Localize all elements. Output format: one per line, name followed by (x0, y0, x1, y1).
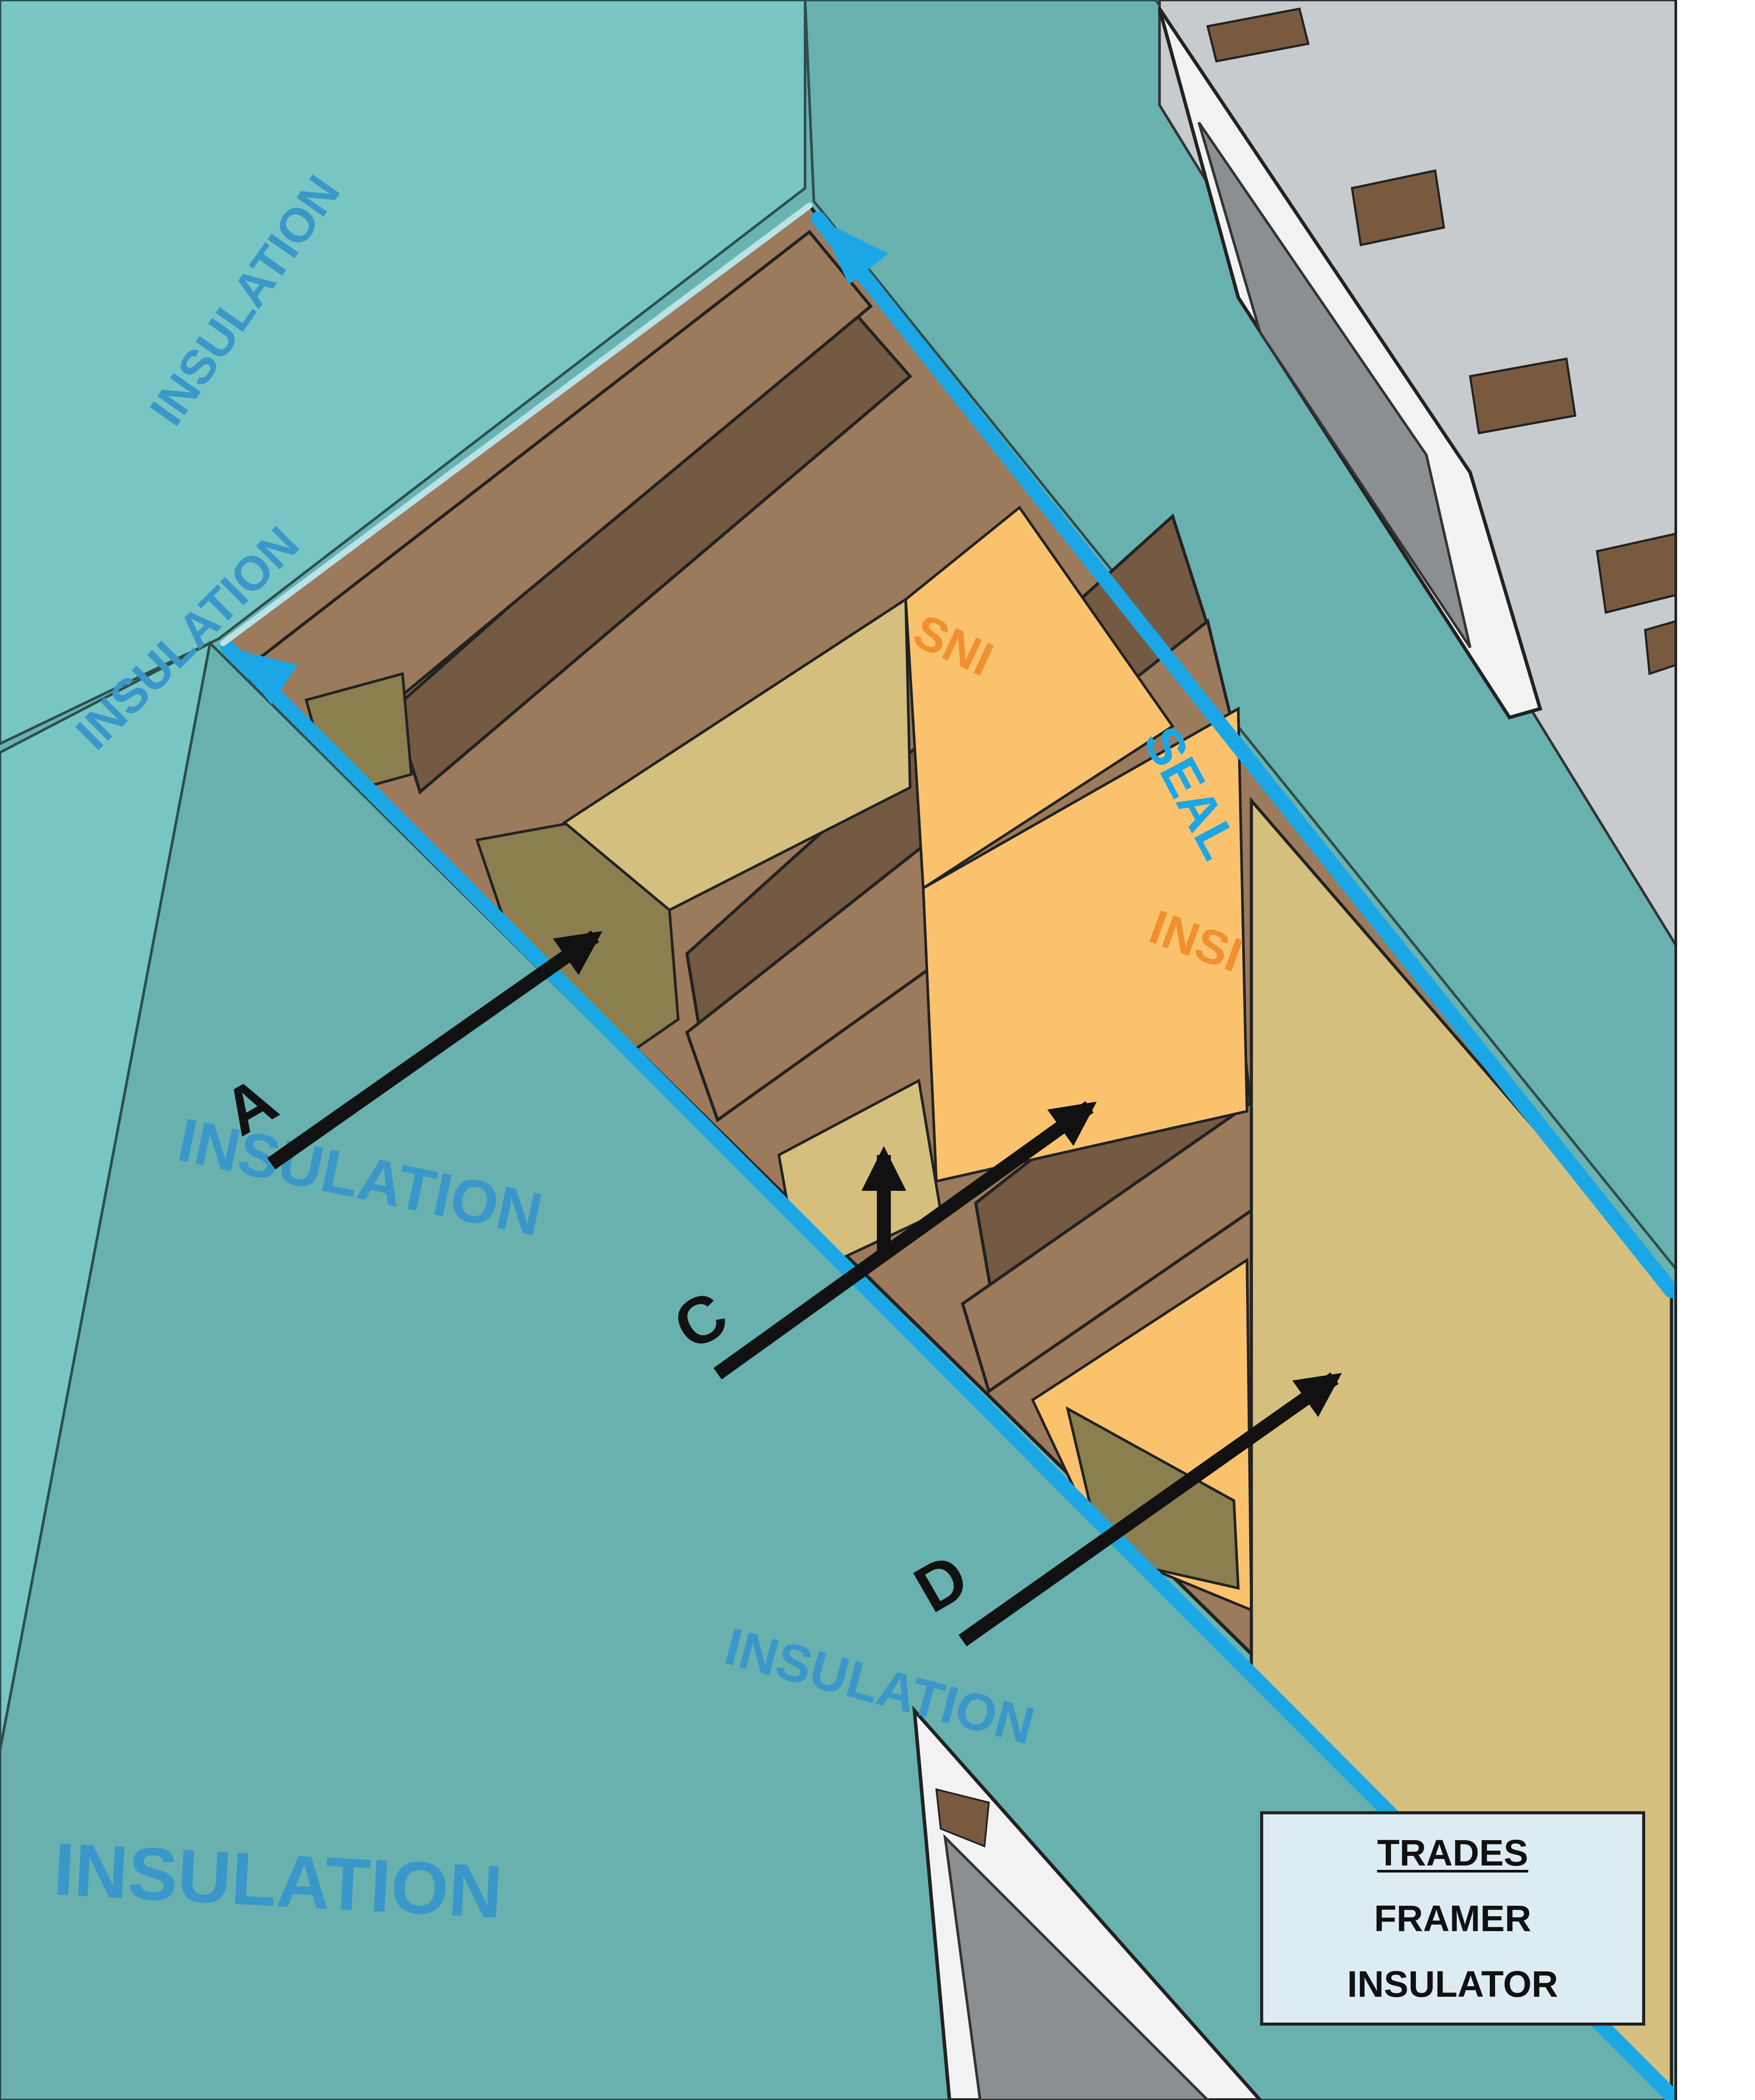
lower-left-sheathing-lit (0, 640, 212, 1750)
lower-window-glass (943, 1834, 1210, 2100)
trades-heading: TRADES (1377, 1832, 1528, 1873)
upper-left-sheathing-panel (0, 0, 806, 746)
arrow-icon (958, 1372, 1342, 1647)
trade-item-framer: FRAMER (1374, 1898, 1531, 1939)
seal-arrow-right (818, 219, 888, 284)
arrow-icon (713, 1101, 1097, 1379)
right-margin (1676, 0, 1755, 2100)
arrow-icon (267, 930, 603, 1170)
seal-arrow-left (228, 648, 298, 704)
trades-legend-box: TRADES FRAMER INSULATOR (1260, 1811, 1645, 2026)
upper-window-glass (1198, 122, 1471, 648)
lower-window-trim (935, 1788, 990, 1848)
joist-ends (1206, 7, 1677, 676)
trade-item-insulator: INSULATOR (1347, 1964, 1559, 2005)
